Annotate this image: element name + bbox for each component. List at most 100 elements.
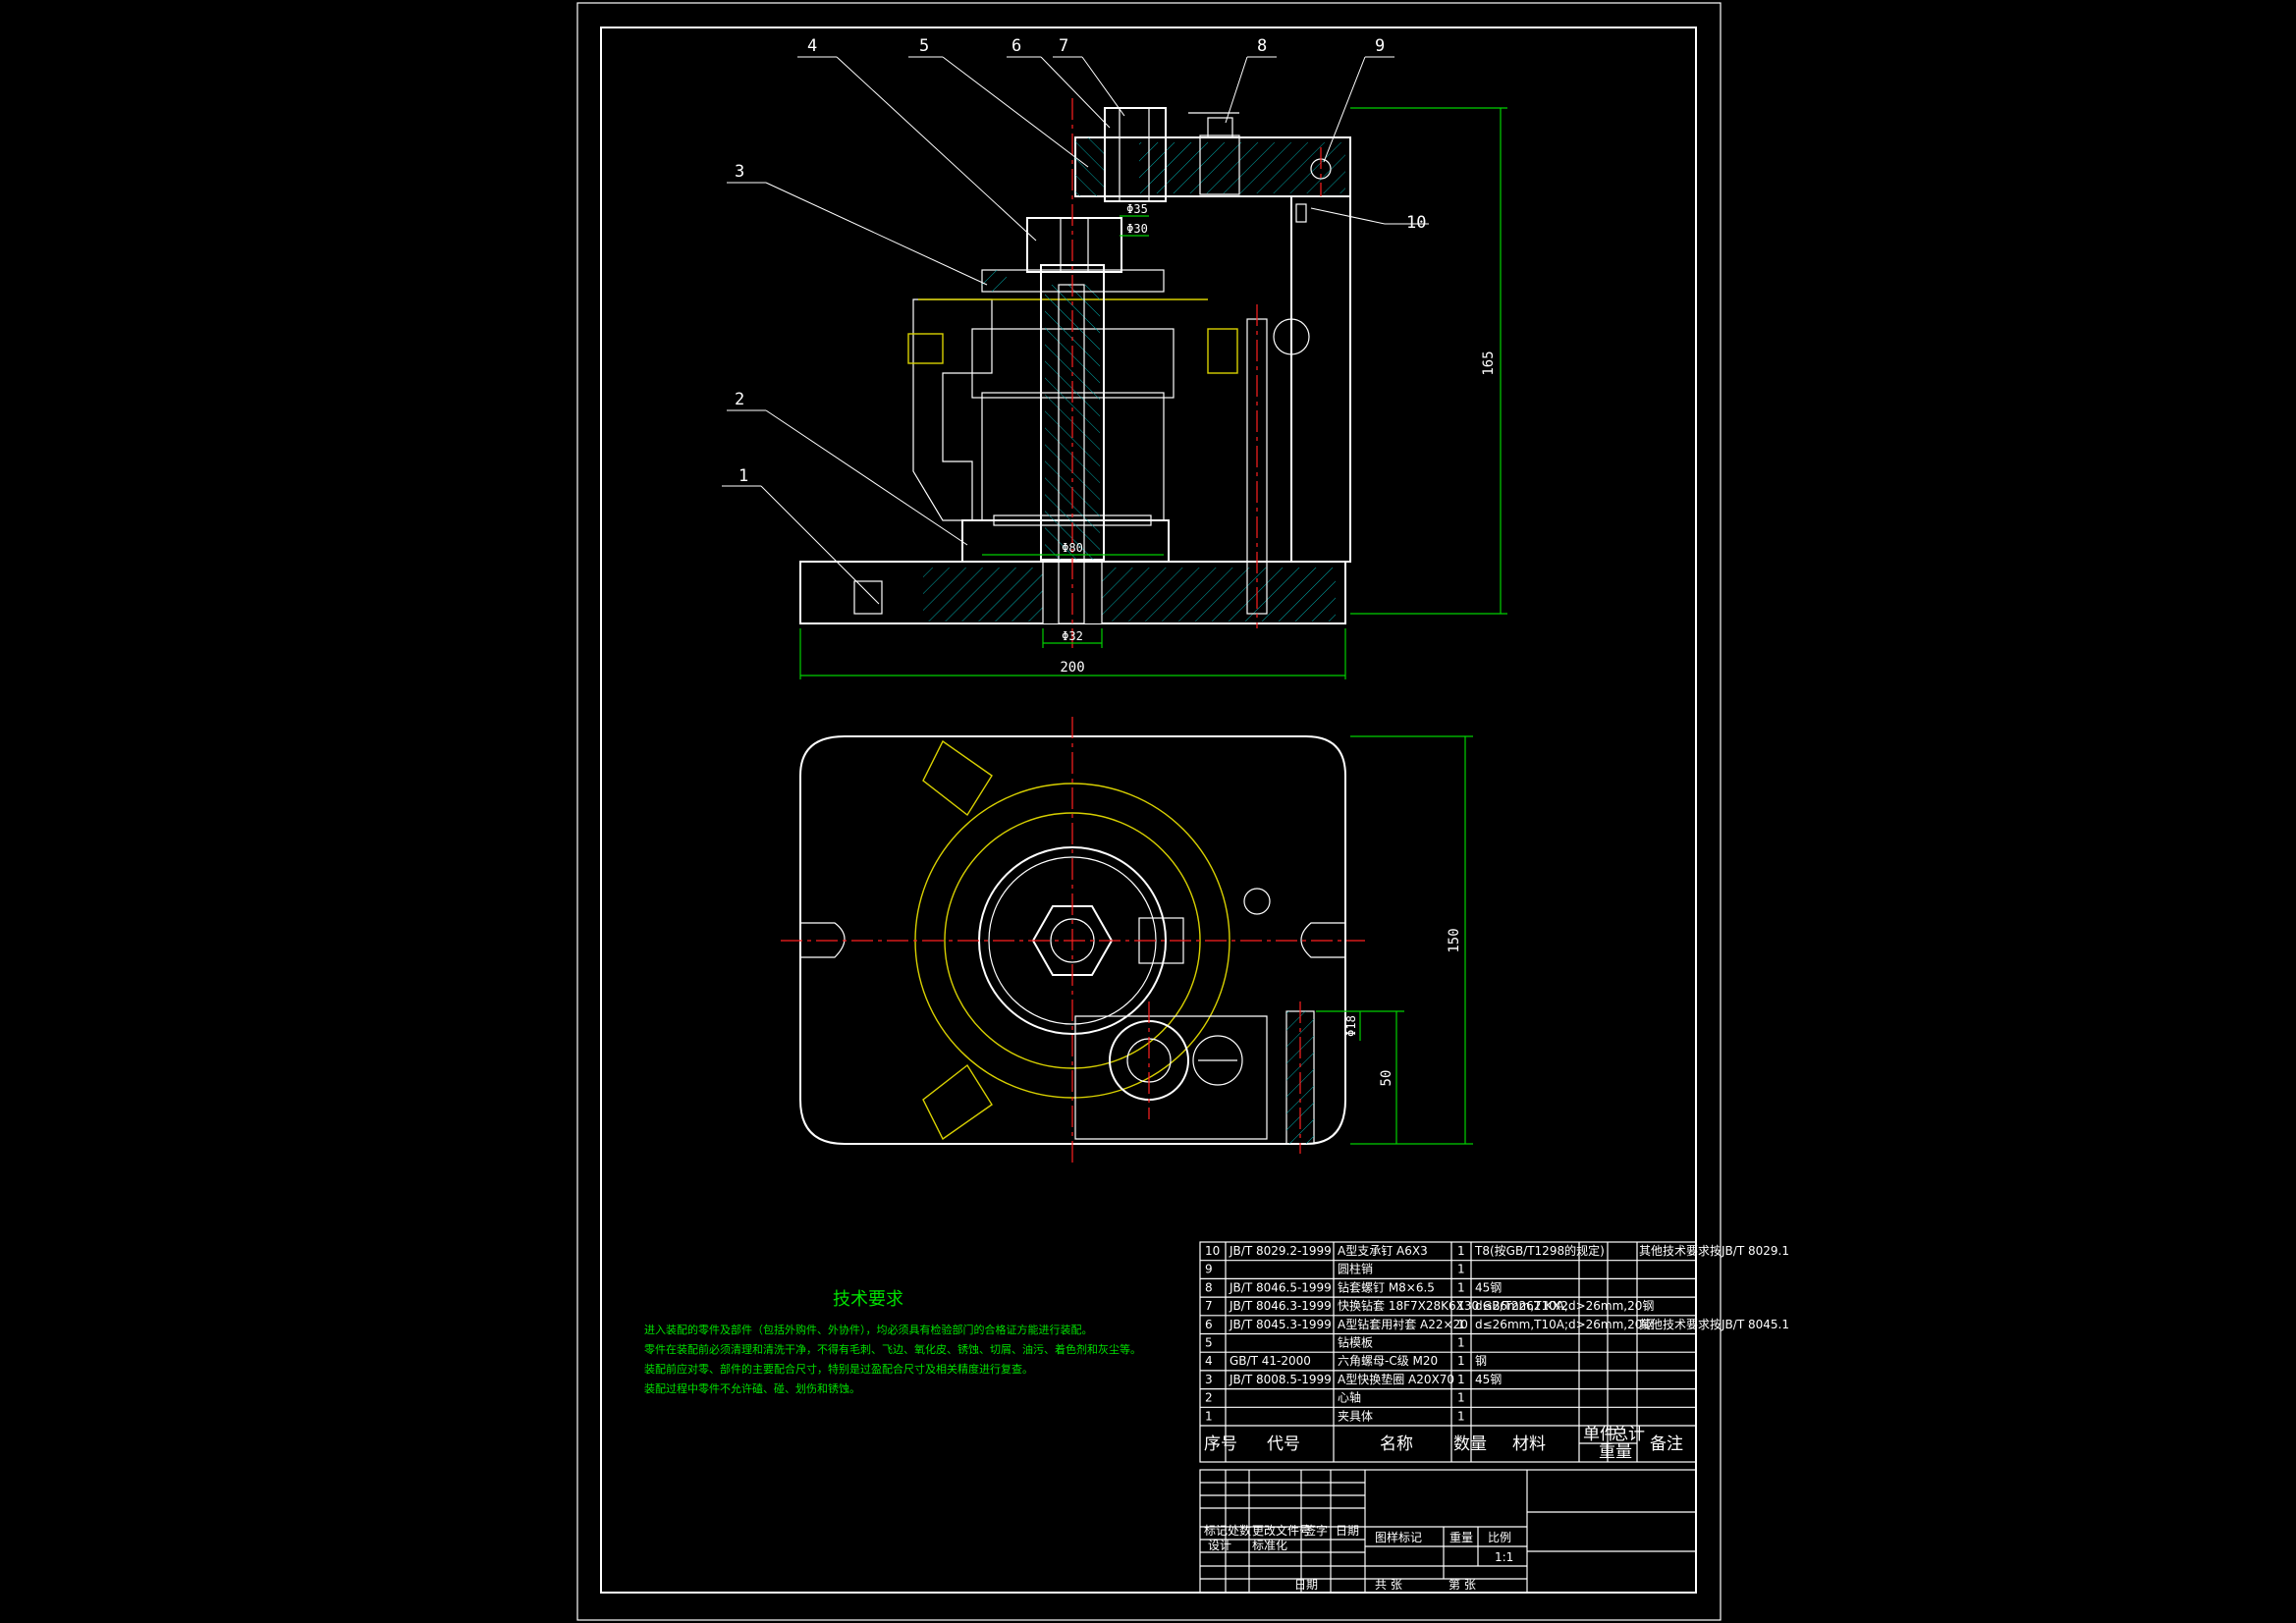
tb-scale-value: 1:1 bbox=[1495, 1550, 1513, 1564]
balloon-2: 2 bbox=[735, 390, 744, 409]
tb-sheet-total: 共 张 bbox=[1375, 1578, 1402, 1592]
support-column bbox=[1290, 195, 1351, 563]
balloon-4: 4 bbox=[807, 36, 817, 56]
parts-cell-name: 夹具体 bbox=[1338, 1409, 1373, 1423]
top-dimensions: 150 50 Φ18 bbox=[1316, 735, 1473, 1145]
parts-cell-mat: d≤26mm,T10A;d>26mm,20钢 bbox=[1475, 1299, 1654, 1313]
balloon-9: 9 bbox=[1375, 36, 1385, 56]
tb-label-date2: 日期 bbox=[1294, 1578, 1318, 1592]
parts-header-4: 材料 bbox=[1512, 1434, 1546, 1454]
parts-cell-no: 5 bbox=[1205, 1336, 1213, 1350]
parts-cell-qty: 1 bbox=[1457, 1373, 1465, 1386]
parts-header-5: 单件 bbox=[1583, 1425, 1616, 1444]
parts-cell-name: 圆柱销 bbox=[1338, 1262, 1373, 1276]
parts-cell-code: JB/T 8046.5-1999 bbox=[1229, 1280, 1332, 1294]
parts-cell-name: 钻套螺钉 M8×6.5 bbox=[1338, 1279, 1435, 1294]
fixture-body-outline bbox=[799, 735, 1346, 1145]
parts-list: 10 JB/T 8029.2-1999 A型支承钉 A6X3 1 T8(按GB/T129… bbox=[1199, 1241, 1789, 1463]
parts-cell-name: 六角螺母-C级 M20 bbox=[1338, 1354, 1438, 1368]
parts-cell-no: 4 bbox=[1205, 1354, 1213, 1368]
parts-cell-note: 其他技术要求按JB/T 8029.1 bbox=[1639, 1244, 1789, 1258]
title-block: 标记 处数 更改文件号 签字 日期 设计 标准化 日期 图样标记 重量 比例 1… bbox=[1199, 1469, 1697, 1594]
parts-cell-no: 3 bbox=[1205, 1373, 1213, 1386]
parts-cell-code: GB/T 41-2000 bbox=[1230, 1354, 1311, 1368]
parts-header-weight: 重量 bbox=[1599, 1442, 1632, 1462]
dim-bore-d35: Φ35 bbox=[1126, 202, 1148, 216]
sheet-outer-border bbox=[576, 2, 1722, 1621]
parts-cell-name: A型支承钉 A6X3 bbox=[1338, 1244, 1428, 1258]
parts-cell-qty: 1 bbox=[1457, 1391, 1465, 1405]
parts-cell-mat: 45钢 bbox=[1475, 1373, 1502, 1386]
tech-req-title: 技术要求 bbox=[833, 1289, 903, 1310]
parts-cell-name: A型钻套用衬套 A22×20 bbox=[1338, 1317, 1468, 1331]
tb-label-date: 日期 bbox=[1336, 1524, 1359, 1538]
parts-header-1: 代号 bbox=[1267, 1434, 1300, 1454]
parts-cell-mat: d≤26mm,T10A;d>26mm,20钢 bbox=[1475, 1318, 1654, 1331]
balloon-8: 8 bbox=[1257, 36, 1267, 56]
dim-overall-width: 200 bbox=[1060, 660, 1084, 676]
parts-cell-mat: 钢 bbox=[1475, 1354, 1487, 1368]
tech-req-line-1: 进入装配的零件及部件（包括外购件、外协件），均必须具有检验部门的合格证方能进行装… bbox=[644, 1323, 1093, 1336]
balloon-5: 5 bbox=[919, 36, 929, 56]
parts-header-7: 备注 bbox=[1650, 1434, 1683, 1454]
parts-header-0: 序号 bbox=[1204, 1434, 1237, 1454]
parts-cell-no: 6 bbox=[1205, 1318, 1213, 1331]
front-section-view: 200 165 Φ32 Φ80 Φ35 Φ30 bbox=[722, 36, 1507, 679]
parts-cell-qty: 1 bbox=[1457, 1354, 1465, 1368]
dim-pin-d18: Φ18 bbox=[1344, 1015, 1358, 1037]
tb-label-standard: 标准化 bbox=[1252, 1539, 1287, 1552]
parts-cell-code: JB/T 8045.3-1999 bbox=[1229, 1318, 1332, 1331]
parts-cell-note: 其他技术要求按JB/T 8045.1 bbox=[1639, 1318, 1789, 1331]
front-dimensions: 200 165 Φ32 Φ80 Φ35 Φ30 bbox=[799, 107, 1507, 679]
parts-cell-no: 2 bbox=[1205, 1391, 1213, 1405]
balloon-6: 6 bbox=[1011, 36, 1021, 56]
dim-bore-d30: Φ30 bbox=[1126, 222, 1148, 236]
parts-cell-qty: 1 bbox=[1457, 1318, 1465, 1331]
tb-label-design: 设计 bbox=[1208, 1539, 1231, 1552]
parts-cell-no: 7 bbox=[1205, 1299, 1213, 1313]
tb-label-count: 处数 bbox=[1228, 1523, 1251, 1538]
parts-header-2: 名称 bbox=[1380, 1434, 1413, 1454]
top-view: 150 50 Φ18 bbox=[781, 717, 1473, 1163]
parts-cell-name: 心轴 bbox=[1338, 1390, 1361, 1405]
tb-label-sign: 签字 bbox=[1304, 1523, 1328, 1538]
balloon-3: 3 bbox=[735, 162, 744, 182]
parts-cell-qty: 1 bbox=[1457, 1336, 1465, 1350]
tech-req-line-4: 装配过程中零件不允许磕、碰、划伤和锈蚀。 bbox=[644, 1381, 860, 1395]
parts-cell-name: 钻模板 bbox=[1338, 1335, 1373, 1350]
parts-cell-qty: 1 bbox=[1457, 1409, 1465, 1423]
parts-cell-qty: 1 bbox=[1457, 1263, 1465, 1276]
dim-bore-d80: Φ80 bbox=[1062, 541, 1083, 555]
parts-cell-qty: 1 bbox=[1457, 1244, 1465, 1258]
parts-cell-no: 9 bbox=[1205, 1263, 1213, 1276]
parts-cell-name: A型快换垫圈 A20X70 bbox=[1338, 1372, 1454, 1386]
dim-height: 165 bbox=[1481, 351, 1497, 375]
parts-cell-no: 10 bbox=[1205, 1244, 1220, 1258]
tb-label-stage: 图样标记 bbox=[1375, 1530, 1422, 1544]
tech-req-line-3: 装配前应对零、部件的主要配合尺寸，特别是过盈配合尺寸及相关精度进行复查。 bbox=[644, 1362, 1033, 1376]
parts-header-3: 数量 bbox=[1453, 1434, 1487, 1454]
hex-nut bbox=[1026, 217, 1122, 273]
dim-bore-d32: Φ32 bbox=[1062, 629, 1083, 643]
parts-cell-no: 8 bbox=[1205, 1280, 1213, 1294]
parts-cell-qty: 1 bbox=[1457, 1280, 1465, 1294]
parts-cell-mat: T8(按GB/T1298的规定) bbox=[1474, 1243, 1605, 1258]
balloon-10: 10 bbox=[1406, 213, 1426, 233]
balloon-leaders: 1 2 3 4 5 6 7 8 9 10 bbox=[722, 36, 1429, 605]
balloon-7: 7 bbox=[1059, 36, 1068, 56]
technical-requirements: 技术要求 进入装配的零件及部件（包括外购件、外协件），均必须具有检验部门的合格证… bbox=[644, 1289, 1141, 1395]
tb-label-scale: 比例 bbox=[1488, 1531, 1511, 1544]
parts-cell-name: 快换钻套 18F7X28K6X30 GB/T2262 KX2 bbox=[1338, 1298, 1568, 1313]
parts-cell-code: JB/T 8008.5-1999 bbox=[1229, 1373, 1332, 1386]
sheet-inner-border bbox=[600, 27, 1697, 1594]
tb-sheet-no: 第 张 bbox=[1449, 1578, 1476, 1592]
tb-label-change-doc: 更改文件号 bbox=[1252, 1523, 1311, 1538]
dim-top-offset: 50 bbox=[1379, 1070, 1394, 1087]
parts-cell-code: JB/T 8046.3-1999 bbox=[1229, 1299, 1332, 1313]
parts-header-6: 总计 bbox=[1612, 1425, 1645, 1444]
dim-top-height: 150 bbox=[1447, 928, 1462, 952]
parts-cell-qty: 1 bbox=[1457, 1299, 1465, 1313]
parts-cell-no: 1 bbox=[1205, 1409, 1213, 1423]
parts-cell-code: JB/T 8029.2-1999 bbox=[1229, 1244, 1332, 1258]
